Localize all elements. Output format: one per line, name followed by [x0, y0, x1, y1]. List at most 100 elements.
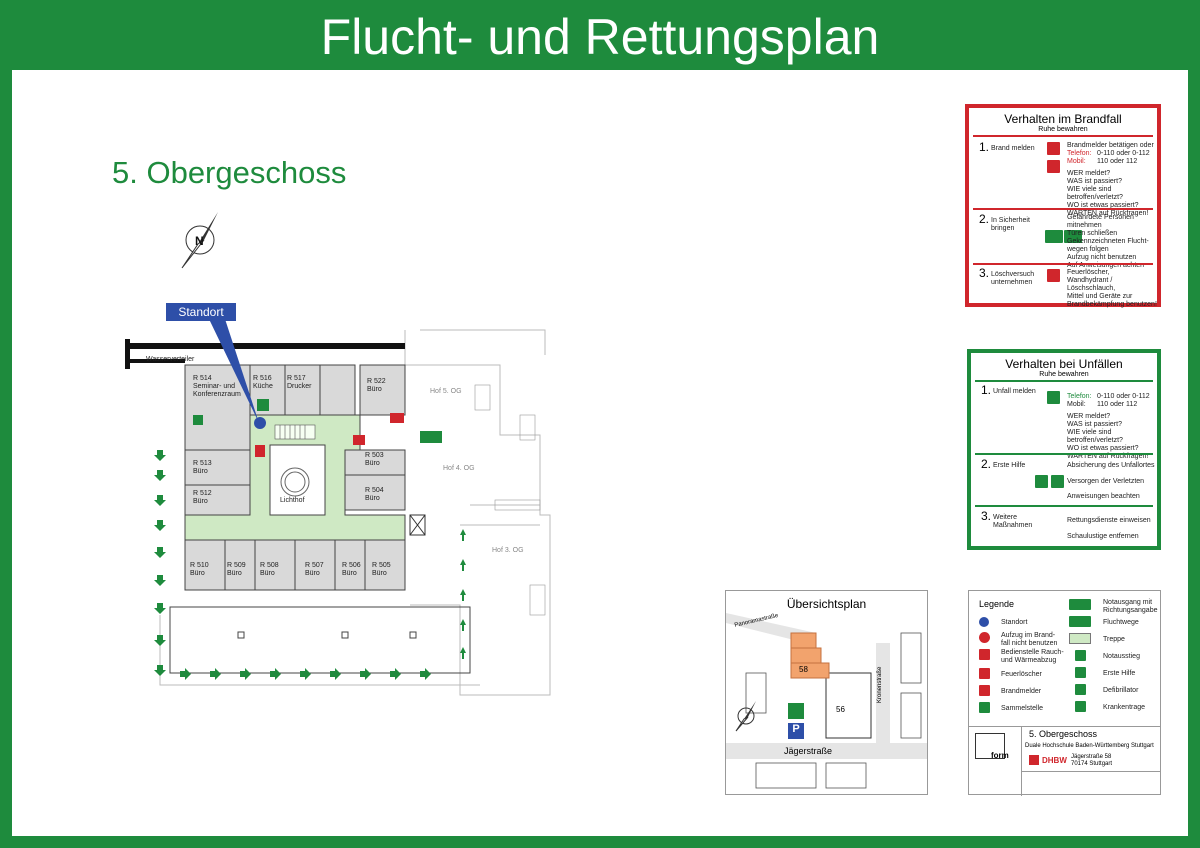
page-title: Flucht- und Rettungsplan [0, 0, 1200, 70]
north-wall [125, 343, 405, 349]
extinguisher-icon [353, 435, 365, 445]
legend-left-2: Bedienstelle Rauch- und Wärmeabzug [1001, 649, 1064, 664]
stairs [274, 424, 316, 440]
legend-left-4: Brandmelder [1001, 688, 1042, 695]
legende-panel: Legende Standort Aufzug im Brand- fall n… [968, 590, 1161, 796]
fire-alarm-icon [979, 685, 990, 696]
rooms [184, 364, 406, 591]
brandfall-subtitle: Ruhe bewahren [1038, 126, 1088, 133]
legend-right-3: Notausstieg [1103, 653, 1140, 660]
brandfall-step1-text-b: WER meldet? WAS ist passiert? WIE viele … [1067, 170, 1149, 217]
brandfall-step3-text: Feuerlöscher, Wandhydrant / Löschschlauc… [1067, 269, 1157, 308]
building-58 [790, 632, 830, 679]
assembly-point-icon [979, 702, 990, 713]
titleblock-addr1: Jägerstraße 58 [1071, 754, 1112, 760]
unfaelle-step2-label: Erste Hilfe [993, 462, 1026, 469]
brandfall-step2-label: In Sicherheit bringen [991, 217, 1030, 232]
parking-label: P [792, 723, 800, 735]
brandfall-panel: Verhalten im Brandfall Ruhe bewahren 1. … [965, 104, 1161, 308]
fire-alarm-icon [390, 413, 404, 423]
unfaelle-step2-b: Versorgen der Verletzten [1067, 478, 1145, 485]
lichthof-label: Lichthof [280, 497, 305, 504]
defibrillator-icon [1075, 684, 1086, 695]
light-court [269, 444, 326, 516]
unfaelle-panel: Verhalten bei Unfällen Ruhe bewahren 1. … [967, 349, 1161, 550]
brandfall-step3-label: Löschversuch unternehmen [991, 271, 1035, 286]
legend-left-0: Standort [1001, 619, 1028, 626]
building-56-label: 56 [836, 705, 845, 714]
first-aid-icon [257, 399, 269, 411]
unfaelle-title: Verhalten bei Unfällen [1005, 357, 1123, 371]
exit-sign-icon [420, 431, 442, 443]
legend-right-6: Krankentrage [1103, 704, 1146, 711]
street-jaeger: Jägerstraße [784, 746, 833, 756]
fire-alarm-icon [1047, 142, 1060, 155]
extinguisher-icon [979, 668, 990, 679]
unfaelle-step3-num: 3. [981, 509, 992, 523]
room-r513: R 513 Büro [193, 460, 212, 475]
room-r509: R 509 Büro [227, 562, 246, 577]
unfaelle-mob-num: 110 oder 112 [1097, 401, 1138, 408]
parking-icon [788, 723, 804, 739]
unfaelle-step1-text-b: WER meldet? WAS ist passiert? WIE viele … [1067, 413, 1149, 460]
room-r510: R 510 Büro [190, 562, 209, 577]
floor-plan [125, 329, 551, 696]
legend-right-1: Fluchtwege [1103, 619, 1139, 626]
brandfall-tel: Telefon: [1067, 150, 1092, 157]
titleblock-org: Duale Hochschule Baden-Württemberg Stutt… [1025, 743, 1154, 749]
room-r503: R 503 Büro [365, 452, 384, 467]
brandfall-step1-label: Brand melden [991, 145, 1035, 152]
legend-right-2: Treppe [1103, 636, 1125, 643]
unfaelle-step3-b: Schaulustige entfernen [1067, 533, 1139, 540]
unfaelle-step2-num: 2. [981, 457, 992, 471]
uebersichtsplan-title: Übersichtsplan [786, 597, 867, 611]
brandfall-step1-text-a: Brandmelder betätigen oder [1067, 142, 1154, 149]
elevator-prohibited-icon [979, 632, 990, 643]
first-aid-icon [1051, 475, 1064, 488]
svg-text:N: N [195, 234, 204, 248]
standort-label: Standort [166, 303, 236, 321]
legend-left-3: Feuerlöscher [1001, 671, 1042, 678]
assembly-point-icon [788, 703, 804, 719]
arrow-right-icon [1064, 230, 1082, 243]
floor-title: 5. Obergeschoss [112, 155, 347, 190]
compass-icon [735, 701, 756, 732]
unfaelle-subtitle: Ruhe bewahren [1039, 371, 1089, 378]
dhbw-logo-text: DHBW [1042, 756, 1067, 765]
unfaelle-mob: Mobil: [1067, 401, 1086, 408]
emergency-exit-icon [1075, 650, 1086, 661]
legend-left-1: Aufzug im Brand- fall nicht benutzen [1001, 632, 1058, 647]
legende-title: Legende [979, 599, 1015, 609]
site-map [726, 613, 927, 789]
hof3-label: Hof 3. OG [492, 547, 524, 554]
brandfall-step2-text: Gefährdete Personen mitnehmen Türen schl… [1067, 214, 1149, 269]
stretcher-icon [1075, 701, 1086, 712]
brandfall-tel-num: 0-110 oder 0-112 [1097, 150, 1150, 157]
elevator [409, 514, 426, 536]
unfaelle-step3-label: Weitere Maßnahmen [993, 514, 1033, 529]
unfaelle-step2-a: Absicherung des Unfallortes [1067, 462, 1155, 469]
wasserverteiler-label: Wasserverteiler [146, 356, 195, 363]
room-r522: R 522 Büro [367, 378, 386, 393]
unfaelle-tel-num: 0-110 oder 0-112 [1097, 393, 1150, 400]
dhbw-logo-icon [1029, 755, 1039, 765]
legend-right-5: Defibrillator [1103, 687, 1139, 694]
room-r514: R 514 Seminar- und Konferenzraum [193, 375, 241, 398]
room-r504: R 504 Büro [365, 487, 384, 502]
brandfall-title: Verhalten im Brandfall [1004, 112, 1122, 126]
unfaelle-step3-a: Rettungsdienste einweisen [1067, 517, 1151, 524]
uebersichtsplan-panel: Übersichtsplan Panoramastraße Jägerstraß… [725, 590, 928, 795]
planer-logo [975, 733, 1005, 759]
smoke-vent-icon [979, 649, 990, 660]
defibrillator-icon [1035, 475, 1048, 488]
unfaelle-tel: Telefon: [1067, 393, 1092, 400]
outer-stairs [474, 384, 546, 616]
standort-icon [979, 617, 989, 627]
unfaelle-step2-c: Anweisungen beachten [1067, 493, 1140, 500]
legend-right-4: Erste Hilfe [1103, 670, 1136, 677]
legend-left-5: Sammelstelle [1001, 705, 1044, 712]
escape-route-arrows [154, 450, 466, 680]
titleblock-addr2: 70174 Stuttgart [1071, 761, 1113, 767]
room-r516: R 516 Küche [253, 375, 273, 390]
